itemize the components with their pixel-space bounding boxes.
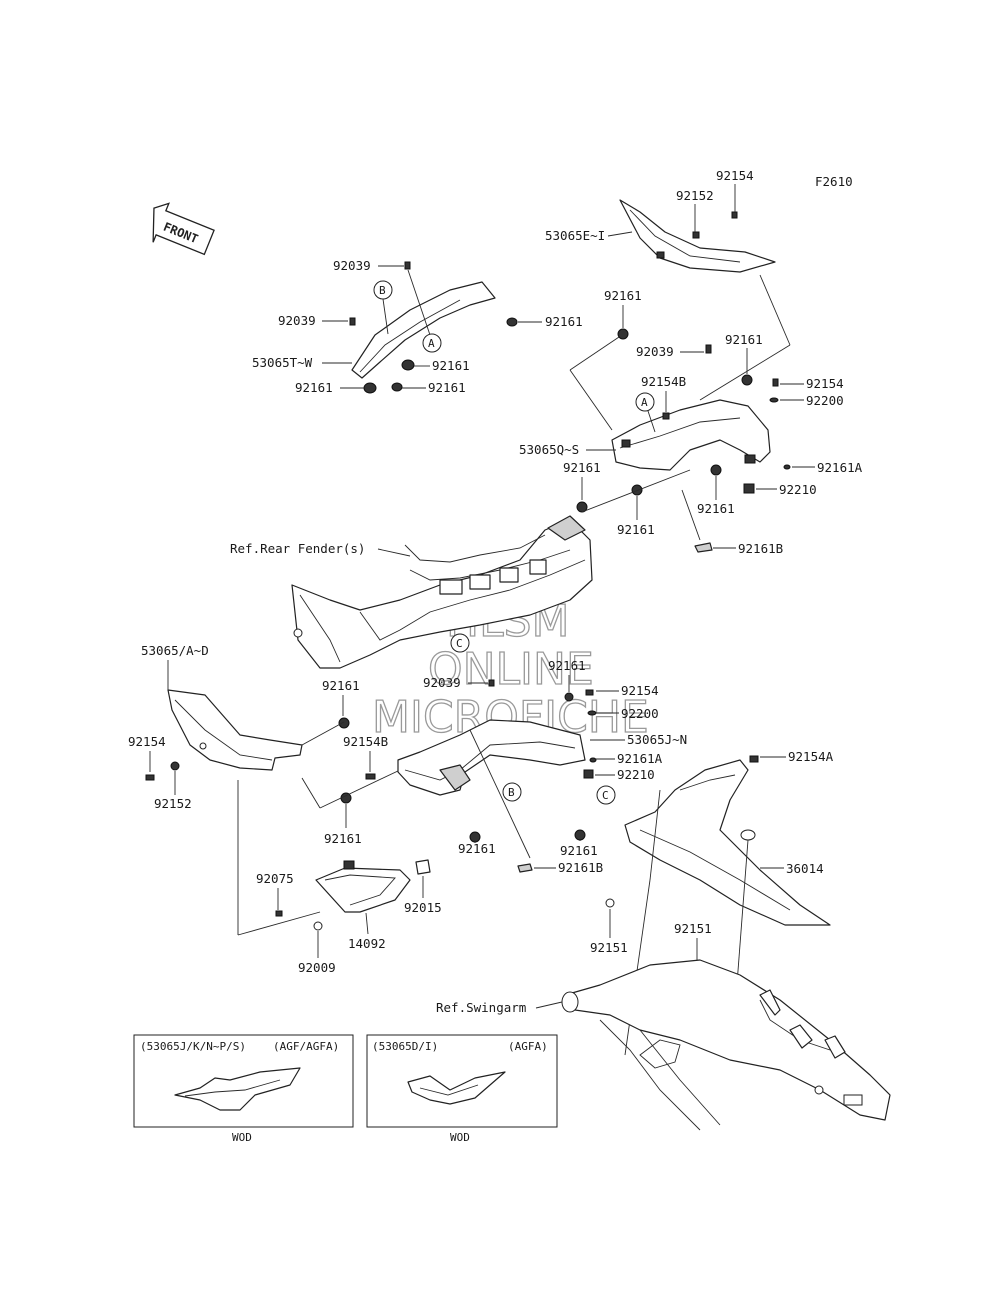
label-92151-b: 92151 — [674, 921, 712, 936]
label-92015: 92015 — [404, 900, 442, 915]
label-53065J-N: 53065J~N — [627, 732, 687, 747]
side-cover-lower-left — [145, 689, 376, 804]
label-92161-j: 92161 — [322, 678, 360, 693]
watermark-line-2: ONLINE — [428, 644, 594, 695]
figure-code: F2610 — [815, 174, 853, 189]
label-92039-b: 92039 — [278, 313, 316, 328]
label-14092: 14092 — [348, 936, 386, 951]
svg-text:A: A — [641, 396, 648, 409]
side-cover-lower-center — [397, 679, 597, 873]
label-92200-b: 92200 — [621, 706, 659, 721]
label-36014: 36014 — [786, 861, 824, 876]
label-92154-d: 92154 — [621, 683, 659, 698]
svg-text:A: A — [428, 337, 435, 350]
callout-c-lower: C — [596, 785, 616, 805]
label-53065Q-S: 53065Q~S — [519, 442, 579, 457]
svg-text:B: B — [508, 786, 515, 799]
label-92161-i: 92161 — [617, 522, 655, 537]
chain-guard-36014 — [605, 755, 831, 972]
label-92154-c: 92154 — [128, 734, 166, 749]
label-92161-c: 92161 — [295, 380, 333, 395]
inset-right-code: (53065D/I) — [372, 1040, 438, 1053]
label-92161-f: 92161 — [725, 332, 763, 347]
label-92039-a: 92039 — [333, 258, 371, 273]
inset-right-variant: (AGFA) — [508, 1040, 548, 1053]
callout-c-center: C — [450, 633, 470, 653]
label-92154-top: 92154 — [716, 168, 754, 183]
label-92161B-a: 92161B — [738, 541, 783, 556]
callout-b-lower: B — [502, 782, 522, 802]
callout-b-upper: B — [373, 280, 393, 300]
side-cover-upper-right — [619, 199, 776, 273]
label-53065A-D: 53065/A~D — [141, 643, 209, 658]
label-92039-d: 92039 — [423, 675, 461, 690]
label-92161-m: 92161 — [458, 841, 496, 856]
label-92039-c: 92039 — [636, 344, 674, 359]
inset-left-variant: (AGF/AGFA) — [273, 1040, 339, 1053]
bracket-14092 — [275, 859, 431, 931]
inset-left-code: (53065J/K/N~P/S) — [140, 1040, 246, 1053]
label-92161-e: 92161 — [604, 288, 642, 303]
label-53065E-I: 53065E~I — [545, 228, 605, 243]
label-92161-a: 92161 — [545, 314, 583, 329]
label-92161-h: 92161 — [697, 501, 735, 516]
seat-cover-upper-left — [349, 261, 518, 394]
front-arrow-icon: FRONT — [152, 202, 215, 256]
label-92161-d: 92161 — [428, 380, 466, 395]
inset-right-note: WOD — [450, 1131, 470, 1144]
label-92152-top: 92152 — [676, 188, 714, 203]
callout-a-upper: A — [422, 333, 442, 353]
label-92200-a: 92200 — [806, 393, 844, 408]
inset-box-left: (53065J/K/N~P/S) (AGF/AGFA) WOD — [133, 1034, 354, 1144]
label-92154-b: 92154 — [806, 376, 844, 391]
label-53065T-W: 53065T~W — [252, 355, 313, 370]
label-92161-g: 92161 — [563, 460, 601, 475]
rear-fender-frame — [291, 515, 593, 669]
label-92161-n: 92161 — [560, 843, 598, 858]
swingarm — [561, 959, 891, 1131]
label-92161A-a: 92161A — [817, 460, 863, 475]
label-92152-b: 92152 — [154, 796, 192, 811]
tail-cover-middle-right — [576, 328, 791, 553]
label-ref-rear-fender: Ref.Rear Fender(s) — [230, 541, 365, 556]
label-92161-k: 92161 — [548, 658, 586, 673]
label-92154B-b: 92154B — [343, 734, 388, 749]
svg-text:C: C — [602, 789, 609, 802]
svg-text:B: B — [379, 284, 386, 297]
inset-box-right: (53065D/I) (AGFA) WOD — [366, 1034, 558, 1144]
label-92075: 92075 — [256, 871, 294, 886]
label-92154B-a: 92154B — [641, 374, 686, 389]
label-92151-a: 92151 — [590, 940, 628, 955]
callout-a-middle: A — [635, 392, 655, 412]
label-ref-swingarm: Ref.Swingarm — [436, 1000, 526, 1015]
svg-text:C: C — [456, 637, 463, 650]
label-92161A-b: 92161A — [617, 751, 663, 766]
label-92161-l: 92161 — [324, 831, 362, 846]
label-92154A: 92154A — [788, 749, 834, 764]
label-92009: 92009 — [298, 960, 336, 975]
label-92161B-b: 92161B — [558, 860, 603, 875]
label-92161-b: 92161 — [432, 358, 470, 373]
label-92210-b: 92210 — [617, 767, 655, 782]
inset-left-note: WOD — [232, 1131, 252, 1144]
label-92210-a: 92210 — [779, 482, 817, 497]
